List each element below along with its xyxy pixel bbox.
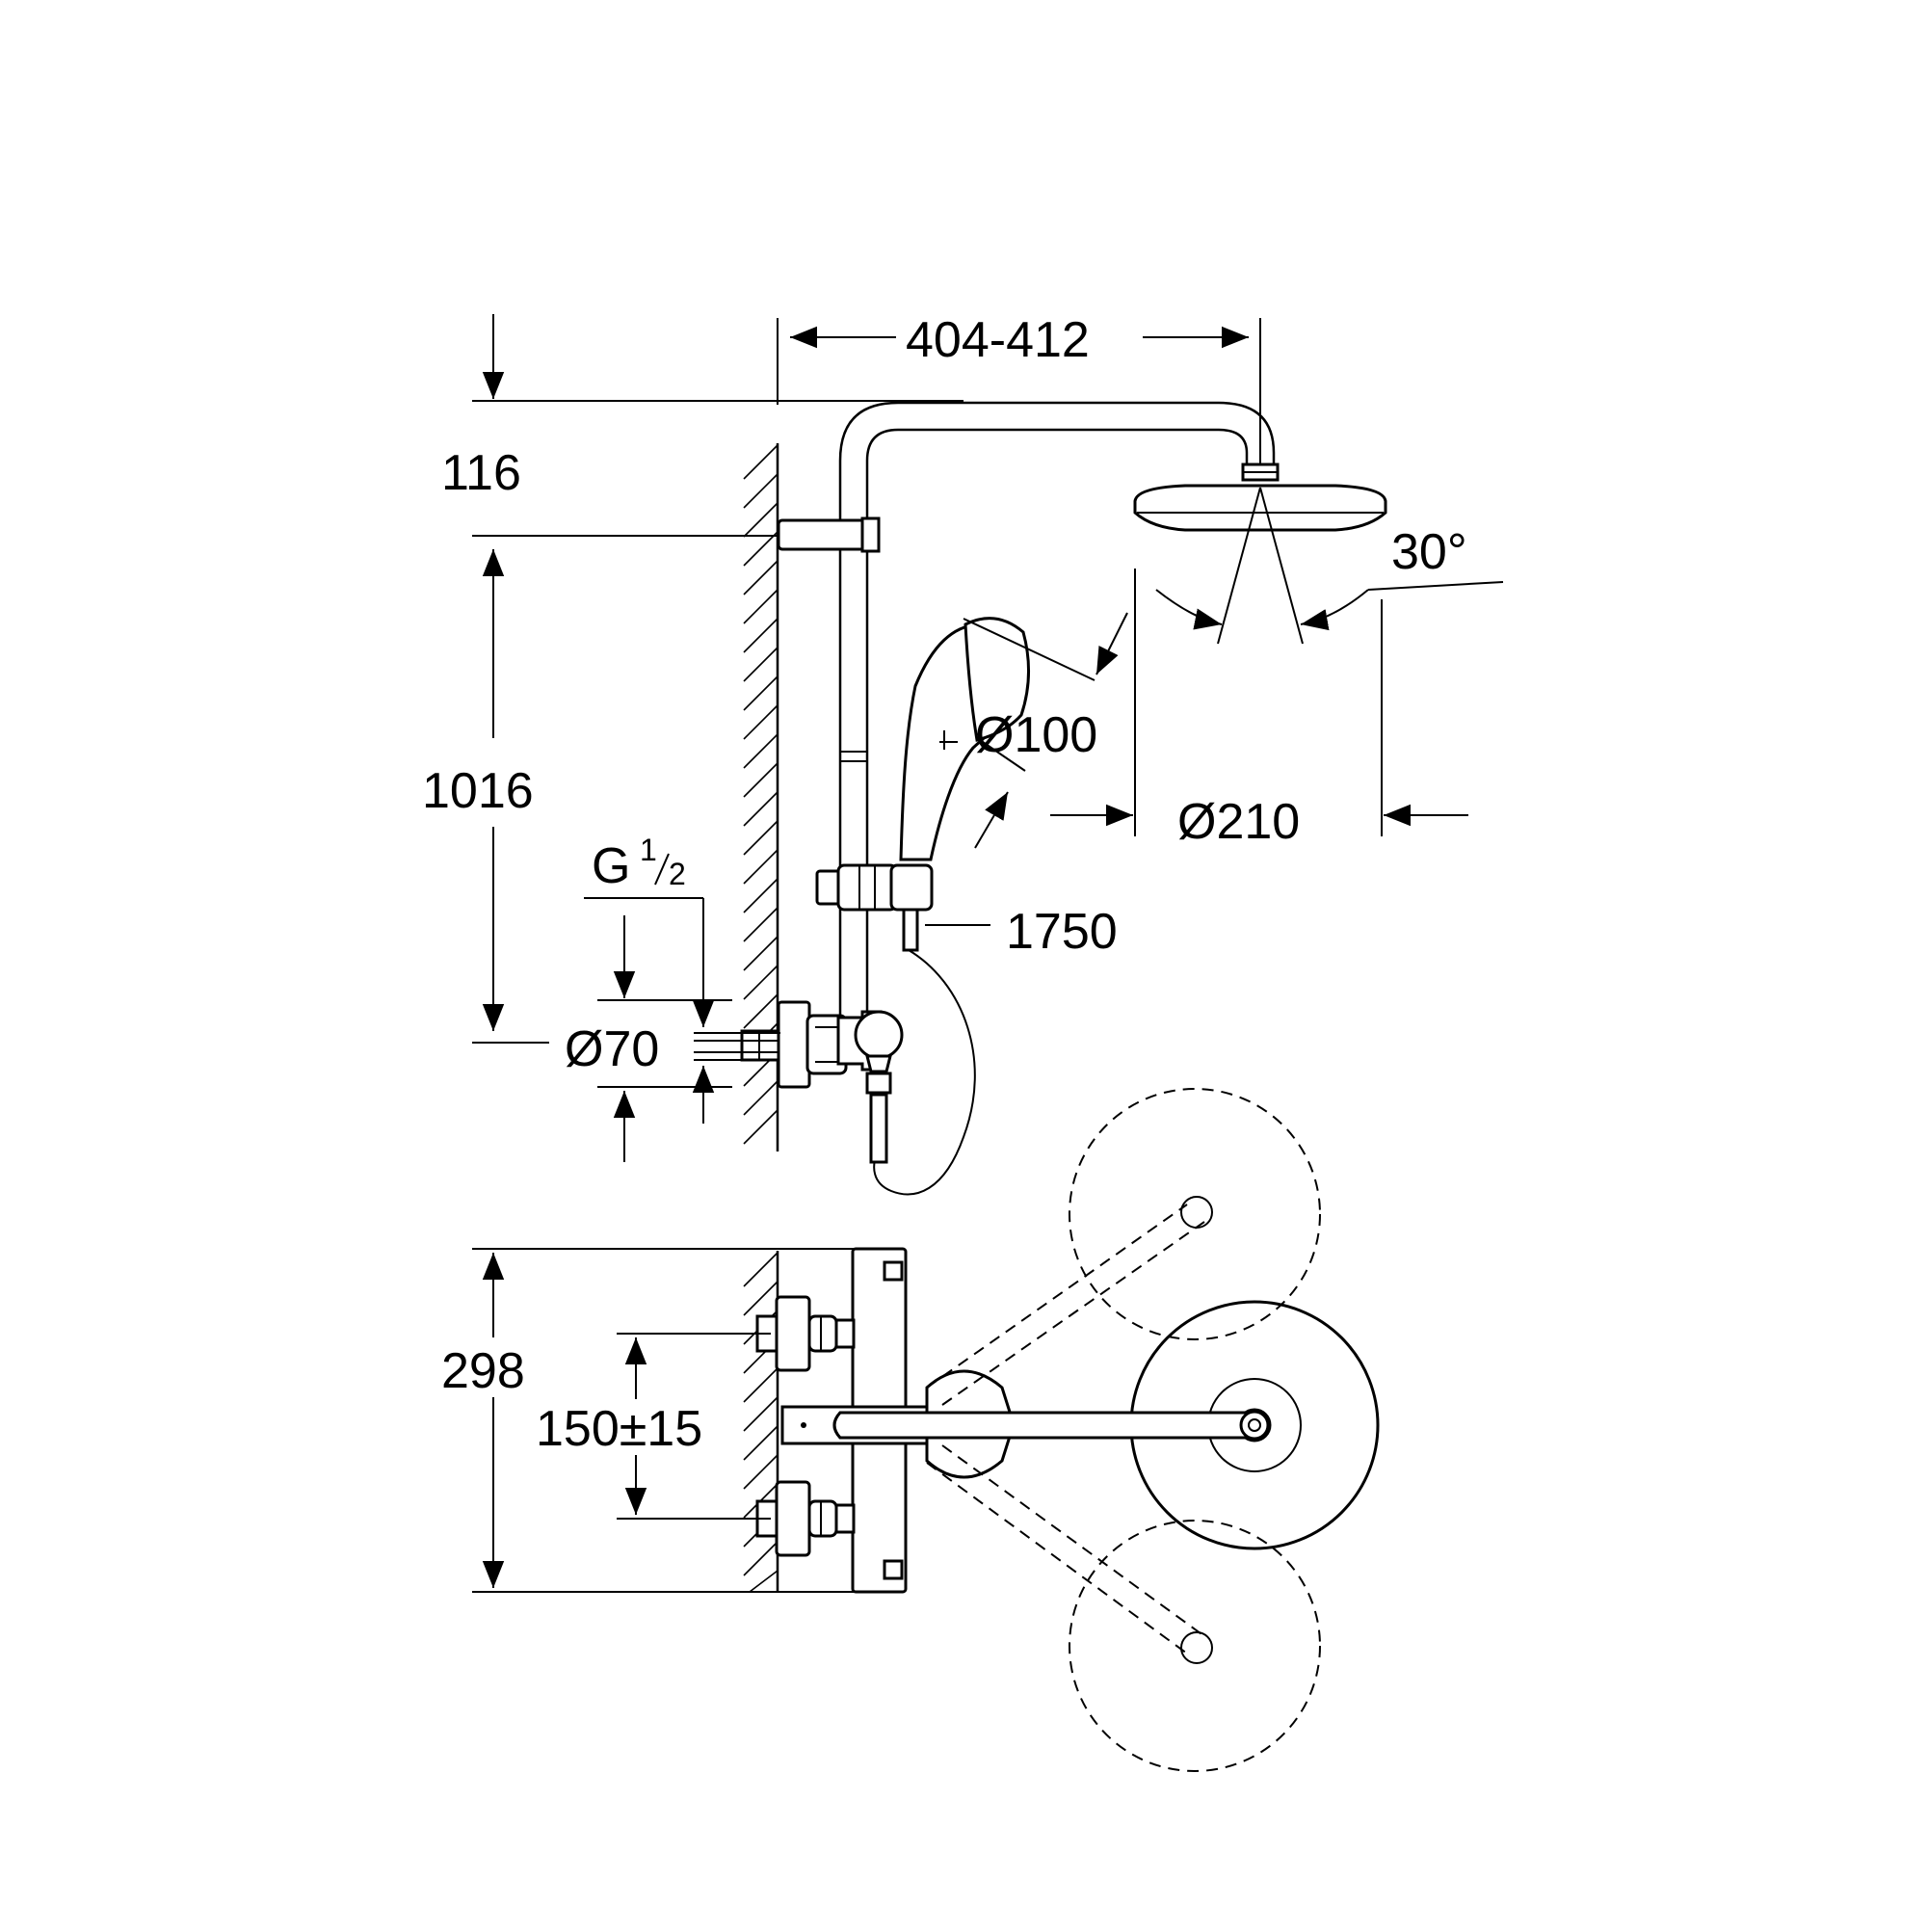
thread-numerator: 1	[640, 833, 657, 867]
plan-view	[743, 1088, 1380, 1772]
width-label: 404-412	[906, 312, 1090, 368]
rail-height-label: 1016	[422, 763, 534, 819]
escutcheon-label: Ø70	[565, 1021, 659, 1077]
side-elevation-view: 30°	[694, 401, 1504, 1196]
dimension-thread: G 1 2 Ø70	[565, 833, 732, 1162]
dimension-hose: 1750	[925, 904, 1118, 960]
spray-angle-lines: 30°	[1155, 487, 1504, 645]
plan-overhead-shower	[832, 1300, 1380, 1550]
inlet-spacing-label: 150±15	[536, 1401, 702, 1457]
plan-wall-hatching	[743, 1251, 779, 1593]
hand-shower-slider	[815, 863, 934, 952]
dimension-hand-shower: Ø100	[963, 612, 1128, 849]
dimension-rail-height: 1016	[422, 535, 779, 1044]
plan-swing-positions	[926, 1088, 1321, 1772]
hand-shower-label: Ø100	[975, 707, 1097, 763]
wall-bracket	[777, 516, 881, 553]
dimension-inlet-spacing: 150±15	[536, 1333, 771, 1520]
thread-denominator: 2	[669, 857, 686, 891]
dimension-top-offset: 116	[441, 314, 964, 501]
depth-label: 298	[441, 1343, 525, 1399]
top-offset-label: 116	[441, 445, 521, 501]
shower-hose	[873, 949, 976, 1196]
dimension-width: 404-412	[777, 312, 1261, 464]
thermostat-mixer-side	[740, 1000, 904, 1164]
overhead-shower-head	[1133, 463, 1387, 532]
thermostat-mixer-plan	[755, 1247, 908, 1594]
angle-label: 30°	[1391, 524, 1467, 580]
dimension-depth: 298	[441, 1248, 854, 1593]
hose-length-label: 1750	[1006, 904, 1118, 960]
dimension-head-diameter: Ø210	[1050, 569, 1468, 850]
thread-label: G	[592, 838, 630, 894]
shower-riser-pipe	[838, 401, 1276, 1031]
head-diameter-label: Ø210	[1177, 794, 1300, 850]
inlet-thread-lines	[694, 1032, 780, 1061]
